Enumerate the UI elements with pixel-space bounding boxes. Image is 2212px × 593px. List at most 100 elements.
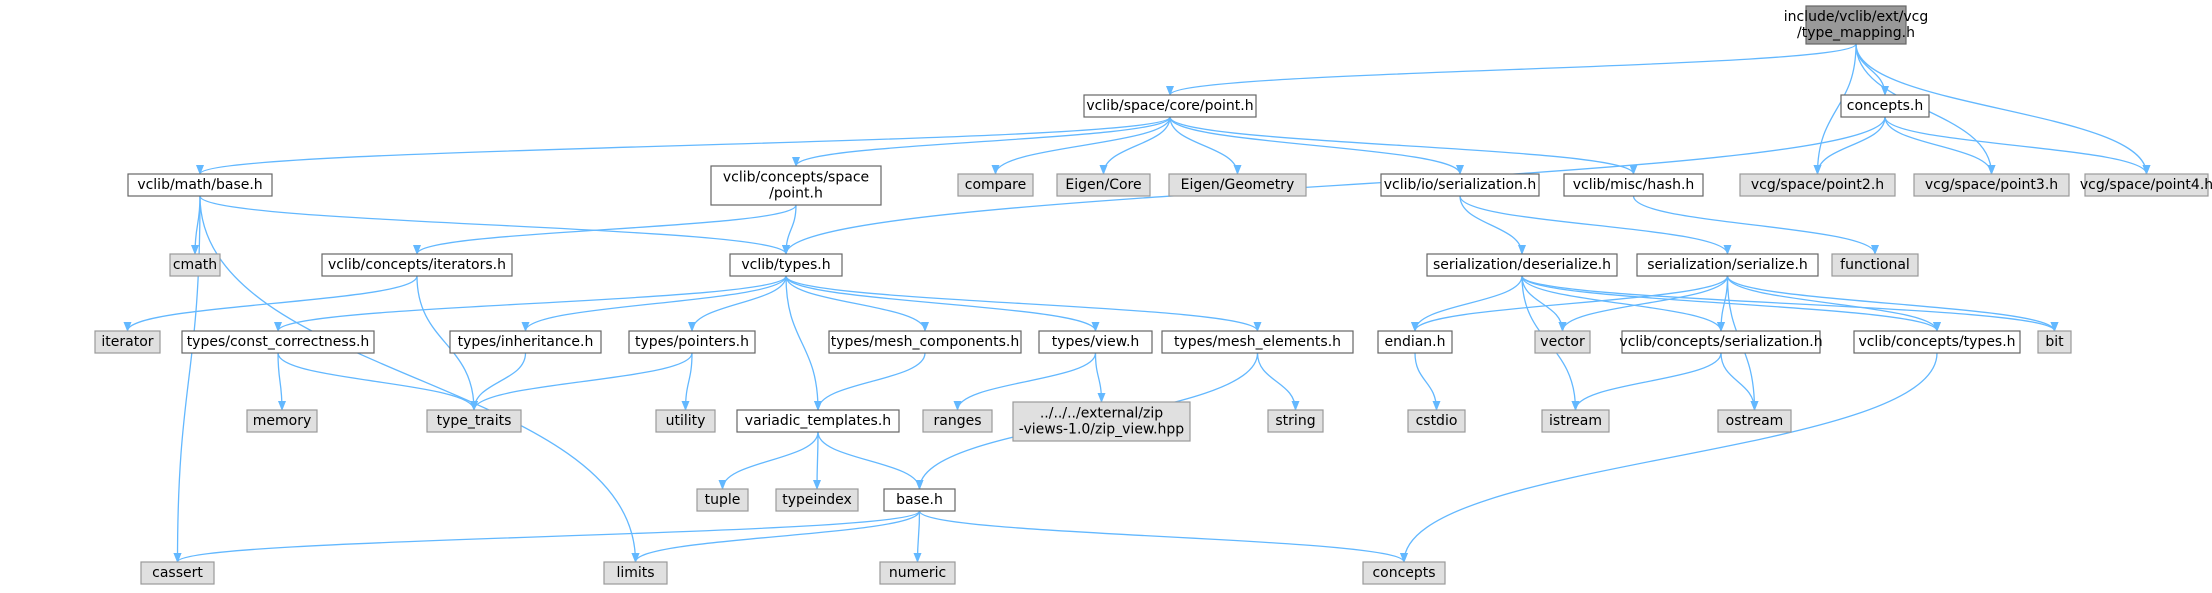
node-box [181, 330, 375, 354]
edge-io_serialization-to-ser_deserialize [1459, 195, 1526, 255]
node-concepts-h[interactable]: concepts.h [1840, 94, 1930, 118]
edge-type_mapping-to-point_core [1166, 43, 1857, 96]
edge-variadic_templates-to-typeindex [813, 431, 822, 490]
node-misc-hash[interactable]: vclib/misc/hash.h [1563, 173, 1704, 197]
node-cstdio[interactable]: cstdio [1407, 409, 1466, 433]
node-io-serialization[interactable]: vclib/io/serialization.h [1380, 173, 1540, 197]
node-math-base[interactable]: vclib/math/base.h [127, 173, 273, 197]
node-tuple[interactable]: tuple [696, 488, 749, 512]
node-pointers[interactable]: types/pointers.h [628, 330, 756, 354]
node-const-correctness[interactable]: types/const_correctness.h [181, 330, 375, 354]
edge-base_h-to-concepts [918, 510, 1408, 563]
node-box [1012, 401, 1191, 442]
edge-ser_deserialize-to-concepts_serialization [1521, 275, 1725, 332]
node-eigen-core[interactable]: Eigen/Core [1056, 173, 1151, 197]
node-vcg-point3[interactable]: vcg/space/point3.h [1913, 173, 2070, 197]
edge-concepts_iterators-to-type_traits [416, 275, 478, 411]
node-vcg-point4[interactable]: vcg/space/point4.h [2080, 173, 2212, 197]
node-label: concepts [1372, 565, 1435, 581]
node-limits[interactable]: limits [603, 561, 668, 585]
node-label: /point.h [769, 186, 823, 202]
edge-base_h-to-numeric [913, 510, 922, 563]
node-label: cassert [152, 565, 203, 581]
edge-ser_serialize-to-endian [1411, 275, 1729, 332]
node-types-view[interactable]: types/view.h [1038, 330, 1153, 354]
edge-concepts_h-to-vcg_point3 [1884, 116, 1996, 175]
node-concepts-types[interactable]: vclib/concepts/types.h [1853, 330, 2021, 354]
node-base-h[interactable]: base.h [883, 488, 956, 512]
node-concepts-space-point[interactable]: vclib/concepts/space/point.h [710, 165, 882, 206]
node-box [1377, 330, 1453, 354]
node-mesh-components[interactable]: types/mesh_components.h [828, 330, 1022, 354]
node-box [775, 488, 859, 512]
node-label: variadic_templates.h [745, 413, 891, 429]
node-box [1056, 173, 1151, 197]
node-zip-view[interactable]: ../../../external/zip-views-1.0/zip_view… [1012, 401, 1191, 442]
node-point-core[interactable]: vclib/space/core/point.h [1083, 94, 1257, 118]
edge-vclib_types-to-pointers [688, 275, 787, 332]
node-utility[interactable]: utility [655, 409, 716, 433]
node-endian[interactable]: endian.h [1377, 330, 1453, 354]
node-vcg-point2[interactable]: vcg/space/point2.h [1739, 173, 1896, 197]
edge-point_core-to-math_base [196, 116, 1171, 175]
node-cassert[interactable]: cassert [140, 561, 215, 585]
edge-mesh_components-to-variadic_templates [814, 352, 926, 411]
node-label: type_traits [437, 413, 512, 429]
node-ostream[interactable]: ostream [1717, 409, 1792, 433]
node-concepts-iterators[interactable]: vclib/concepts/iterators.h [321, 253, 513, 277]
node-box [1563, 173, 1704, 197]
node-label: ../../../external/zip [1040, 406, 1163, 422]
edge-base_h-to-limits [631, 510, 921, 563]
node-label: vclib/concepts/serialization.h [1619, 334, 1822, 350]
node-label: ranges [933, 413, 981, 429]
node-box [246, 409, 318, 433]
node-ser-deserialize[interactable]: serialization/deserialize.h [1426, 253, 1618, 277]
node-mesh-elements[interactable]: types/mesh_elements.h [1161, 330, 1354, 354]
edge-type_mapping-to-vcg_point2 [1813, 43, 1857, 175]
node-label: types/inheritance.h [458, 334, 594, 350]
node-ser-serialize[interactable]: serialization/serialize.h [1636, 253, 1819, 277]
node-vclib-types[interactable]: vclib/types.h [729, 253, 843, 277]
node-label: vclib/math/base.h [137, 177, 262, 193]
node-compare[interactable]: compare [957, 173, 1034, 197]
node-functional[interactable]: functional [1831, 253, 1919, 277]
node-iterator[interactable]: iterator [94, 330, 161, 354]
node-cmath[interactable]: cmath [169, 253, 221, 277]
edge-concepts_h-to-vcg_point2 [1813, 116, 1886, 175]
edge-endian-to-cstdio [1414, 352, 1441, 411]
node-typeindex[interactable]: typeindex [775, 488, 859, 512]
node-concepts[interactable]: concepts [1362, 561, 1446, 585]
edge-concepts_iterators-to-iterator [123, 275, 418, 332]
node-label: /type_mapping.h [1797, 25, 1915, 41]
node-type-traits[interactable]: type_traits [426, 409, 522, 433]
edge-ser_deserialize-to-endian [1411, 275, 1523, 332]
edge-vclib_types-to-mesh_elements [785, 275, 1262, 332]
node-bit[interactable]: bit [2037, 330, 2072, 354]
node-ranges[interactable]: ranges [922, 409, 993, 433]
node-string[interactable]: string [1267, 409, 1324, 433]
node-type-mapping[interactable]: include/vclib/ext/vcg/type_mapping.h [1784, 5, 1929, 45]
node-box [922, 409, 993, 433]
node-label: tuple [705, 492, 741, 508]
edge-variadic_templates-to-tuple [718, 431, 819, 490]
node-box [729, 253, 843, 277]
edge-const_correctness-to-memory [277, 352, 286, 411]
node-label: string [1275, 413, 1315, 429]
node-vector[interactable]: vector [1534, 330, 1591, 354]
node-box [1083, 94, 1257, 118]
node-eigen-geometry[interactable]: Eigen/Geometry [1168, 173, 1307, 197]
edge-point_core-to-io_serialization [1169, 116, 1464, 175]
node-memory[interactable]: memory [246, 409, 318, 433]
node-concepts-serialization[interactable]: vclib/concepts/serialization.h [1619, 330, 1823, 354]
node-box [1621, 330, 1821, 354]
node-label: types/view.h [1052, 334, 1140, 350]
node-box [1038, 330, 1153, 354]
edge-base_h-to-cassert [173, 510, 921, 563]
node-box [321, 253, 513, 277]
node-inheritance[interactable]: types/inheritance.h [449, 330, 602, 354]
node-box [957, 173, 1034, 197]
node-istream[interactable]: istream [1541, 409, 1610, 433]
node-label: types/pointers.h [635, 334, 749, 350]
node-variadic-templates[interactable]: variadic_templates.h [736, 409, 900, 433]
node-numeric[interactable]: numeric [879, 561, 956, 585]
